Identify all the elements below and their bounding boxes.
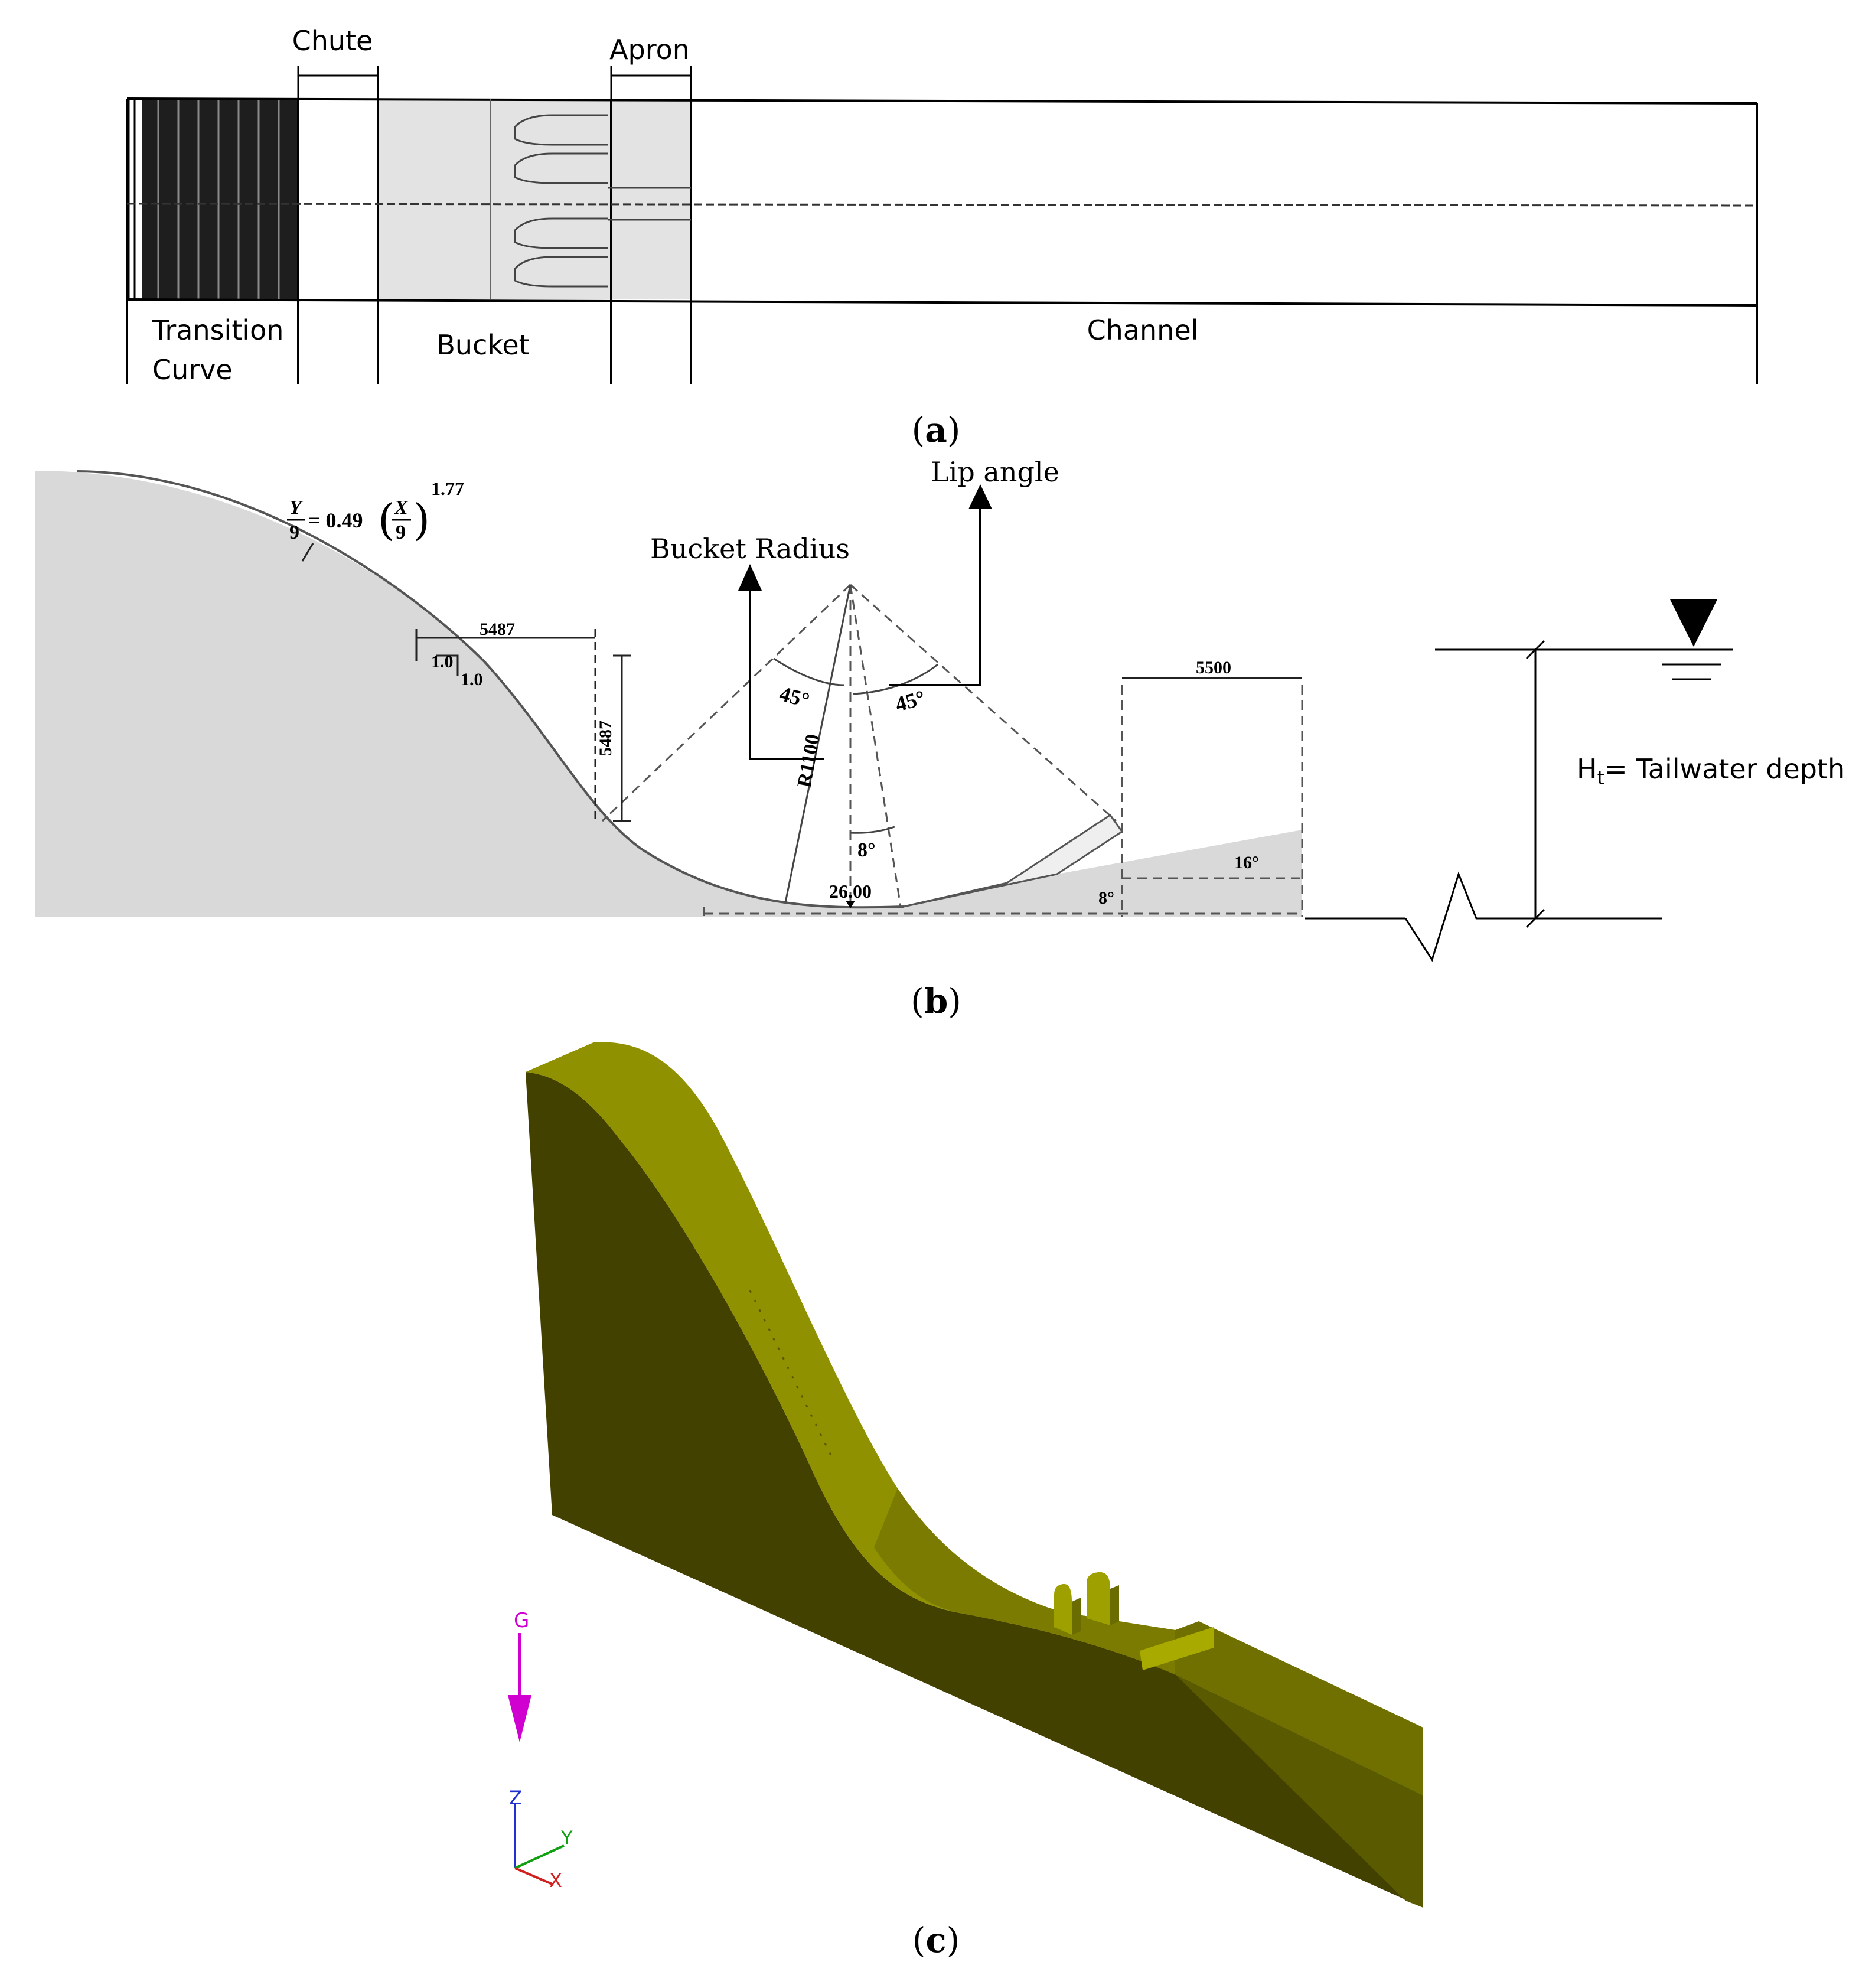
radius-line (784, 584, 852, 903)
lip-angle-arrowhead (968, 484, 992, 509)
gravity-arrow-icon (508, 1695, 531, 1742)
eq-rhs-den: 9 (396, 522, 406, 543)
dim-horizontal-label: 5487 (480, 620, 515, 639)
invert-elevation: 26.00 (829, 881, 872, 902)
caption-c: (c) (912, 1920, 960, 1960)
plan-centerline (126, 203, 1757, 207)
eq-paren-close: ) (413, 495, 430, 545)
model-baffle-blocks (1054, 1572, 1119, 1635)
transition-curve-hatch (142, 99, 298, 299)
model-side-face (526, 1072, 1423, 1908)
bucket-construction-lines (601, 584, 1303, 918)
eq-middle: = 0.49 (308, 509, 363, 532)
eq-rhs-num: X (394, 497, 409, 519)
caption-b: (b) (911, 981, 961, 1021)
slope-marker (436, 654, 459, 676)
axis-x-line (514, 1867, 553, 1885)
tailwater-lines (1305, 640, 1733, 962)
radius-label: R1100 (794, 732, 824, 789)
angle-lip-16: 16° (1234, 853, 1259, 872)
eq-exponent: 1.77 (431, 478, 464, 499)
lip-angle-pointer (889, 508, 981, 686)
axis-y-line (514, 1844, 565, 1869)
ogee-profile-curve (76, 470, 904, 909)
angle-lip-8: 8° (1098, 888, 1114, 908)
spillway-body (35, 471, 1302, 917)
bucket-radius-pointer (749, 591, 824, 760)
transition-hatch-lines (157, 99, 280, 299)
apron-label: Apron (609, 34, 690, 66)
angle-right-45: 45° (893, 686, 928, 716)
slope-rise: 1.0 (431, 652, 454, 672)
model-top-face (526, 1042, 1175, 1674)
dim-lip-label: 5500 (1196, 658, 1231, 677)
eq-lhs-num: Y (289, 497, 304, 519)
plan-outline (126, 97, 1758, 384)
panel-c-3d-model: G Z Y X (c) (508, 1042, 1423, 1960)
center-8-arc (850, 826, 895, 834)
axis-y-label: Y (560, 1827, 573, 1849)
chute-label: Chute (292, 25, 373, 57)
channel-label: Channel (1087, 314, 1199, 346)
eq-lhs-den: 9 (289, 522, 299, 543)
caption-a: (a) (912, 410, 961, 450)
panel-a-plan-view: Chute Apron Transition Curve Bucket Chan… (126, 25, 1758, 450)
axis-z-label: Z (509, 1787, 522, 1809)
bucket-zone (378, 99, 691, 299)
bucket-label: Bucket (436, 329, 529, 361)
eq-paren-open: ( (378, 495, 394, 545)
model-bucket-shading (874, 1488, 1175, 1674)
angle-center-8: 8° (857, 839, 876, 861)
invert-marker (846, 901, 855, 908)
left-45-arc (773, 657, 845, 686)
apron-dimension (610, 66, 692, 99)
axis-x-label: X (549, 1869, 562, 1892)
model-channel-top (1175, 1621, 1423, 1795)
dim-5487-vertical (613, 654, 631, 822)
gravity-label: G (514, 1609, 529, 1632)
transition-label: Transition (152, 314, 283, 346)
water-level-marker (1670, 599, 1717, 647)
bucket-lip (903, 813, 1124, 908)
slope-run: 1.0 (461, 670, 483, 689)
baffle-blocks (514, 114, 691, 288)
angle-left-45: 45° (777, 682, 812, 712)
panel-b-section-view: Y 9 = 0.49 ( X 9 ) 1.77 1.0 1.0 5487 548… (35, 456, 1845, 1021)
tailwater-label: Ht= Tailwater depth (1577, 753, 1845, 789)
bucket-radius-label: Bucket Radius (650, 533, 850, 565)
model-end-sill (1140, 1627, 1214, 1670)
curve-label: Curve (152, 354, 233, 386)
lip-angle-label: Lip angle (931, 456, 1059, 488)
eq-leader (301, 543, 314, 562)
transition-edge-lines (128, 99, 136, 299)
bucket-radius-arrowhead (738, 564, 762, 591)
chute-dimension (297, 66, 379, 99)
dim-vertical-label: 5487 (596, 721, 615, 756)
dim-5487-horizontal (415, 629, 596, 821)
model-channel-front (1175, 1674, 1423, 1908)
